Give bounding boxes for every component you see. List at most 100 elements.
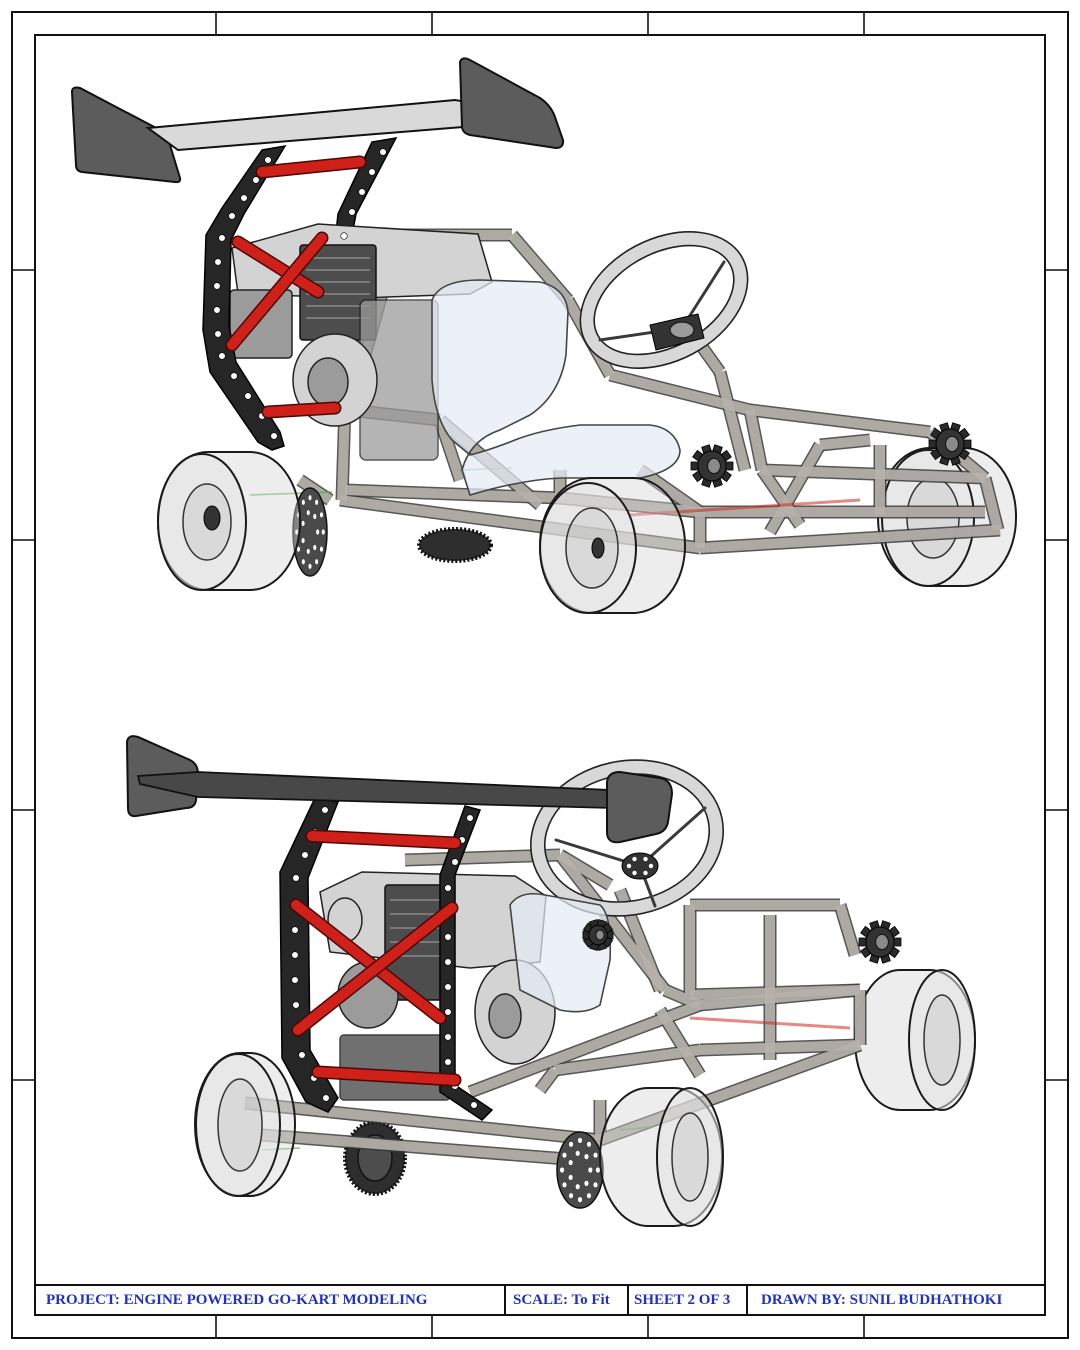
brake-disc — [556, 1131, 604, 1209]
seat — [431, 279, 681, 496]
brake-disc-hole — [575, 1184, 580, 1190]
brake-disc-hole — [595, 1167, 601, 1173]
brake-disc-hole — [306, 548, 310, 554]
brake-disc-hole — [584, 1154, 589, 1160]
strut-hole — [264, 156, 272, 164]
brake-disc-hole — [316, 529, 320, 535]
hub-center — [595, 929, 605, 941]
roll-bar-cross — [291, 900, 445, 1023]
strut-hole — [252, 176, 260, 184]
frame-tube — [598, 1040, 862, 1145]
strut-hole — [301, 851, 309, 859]
wing-endplate-right — [458, 57, 565, 150]
brake-disc-holes — [295, 495, 325, 569]
frame-tube — [745, 409, 767, 471]
brake-disc-hole — [313, 544, 317, 551]
chassis-frame — [244, 848, 867, 1167]
steering-hub — [621, 852, 659, 880]
strut-hole — [466, 814, 474, 822]
hub-center — [707, 457, 721, 475]
brake-disc-hole — [321, 529, 325, 535]
brake-disc-hole — [562, 1182, 567, 1188]
front-right-wheel — [854, 969, 976, 1111]
hub-bolt-hole — [626, 863, 632, 869]
roll-bar-cross — [233, 237, 323, 297]
strut-hole — [321, 806, 329, 814]
brake-disc-hole — [584, 1180, 589, 1186]
frame-tube — [715, 370, 750, 472]
chain-sprocket — [343, 1120, 407, 1196]
hub-bolt-hole — [643, 870, 648, 876]
brake-disc-hole — [586, 1141, 592, 1147]
rear-left-wheel — [157, 451, 301, 591]
strut-hole — [214, 258, 222, 266]
roll-bar-bottom — [263, 403, 340, 417]
tire-sidewall — [195, 1053, 281, 1197]
wheel-hub — [591, 537, 605, 559]
strut-hole — [451, 858, 459, 866]
tire-sidewall — [656, 1087, 724, 1227]
strut-hole — [292, 1001, 300, 1009]
roll-bar-top — [257, 157, 365, 177]
front-upright-hub — [690, 444, 734, 488]
hub-bolt-hole — [648, 863, 654, 869]
front-upright-hub — [928, 422, 972, 466]
chain-sprocket — [417, 527, 493, 563]
steering-hub-bolts — [626, 856, 654, 876]
title-block-drawn-by: DRAWN BY: SUNIL BUDHATHOKI — [761, 1292, 1003, 1308]
roll-bar-bottom — [313, 1067, 460, 1085]
strut-hole — [292, 874, 300, 882]
brake-disc — [292, 487, 328, 577]
front-hubs — [582, 918, 902, 964]
brake-disc-hole — [301, 520, 305, 527]
brake-disc-hole — [301, 559, 305, 565]
strut-hole — [444, 933, 452, 941]
brake-disc-hole — [319, 546, 324, 552]
rear-left-wheel — [194, 1052, 296, 1197]
strut-hole — [218, 234, 226, 242]
roll-bar-cross — [227, 233, 327, 350]
strut-hole — [240, 194, 248, 202]
frame-tube — [819, 435, 871, 450]
strut-hole — [358, 188, 366, 196]
title-block-project: PROJECT: ENGINE POWERED GO-KART MODELING — [46, 1292, 428, 1308]
axle-centerline — [619, 1126, 653, 1131]
brake-disc-hole — [577, 1137, 583, 1143]
air-filter — [229, 289, 293, 359]
strut-hole — [340, 232, 348, 240]
steering-rim — [580, 232, 748, 368]
front-upright-hub — [582, 918, 614, 952]
frame-tube — [261, 1130, 581, 1165]
zone-ticks — [12, 12, 1068, 1338]
frame-tube — [339, 495, 701, 553]
steering-rim-outer-edge — [579, 231, 749, 369]
brake-disc-body — [292, 487, 328, 577]
strut-hole — [444, 1033, 452, 1041]
gearbox — [339, 1034, 451, 1101]
tire-sidewall — [157, 453, 247, 591]
rear-wing — [125, 735, 674, 844]
front-upright-hub — [858, 920, 902, 964]
frame-tube — [663, 985, 702, 1010]
brake-disc-hole — [295, 529, 299, 535]
frame-tube — [689, 985, 861, 1000]
strut-hole — [444, 1058, 452, 1066]
frame-tube — [699, 525, 1001, 553]
frame-tube — [757, 467, 805, 528]
brake-disc-hole — [562, 1152, 567, 1158]
drive-axle — [689, 1016, 851, 1030]
brake-disc-hole — [575, 1150, 580, 1156]
strut-hole — [444, 983, 452, 991]
wheel-rim — [923, 994, 961, 1086]
brake-disc-hole — [315, 559, 319, 565]
brake-disc-hole — [588, 1167, 593, 1173]
drive-axle — [629, 498, 861, 517]
crankshaft-pulley — [307, 357, 349, 407]
wing-blade — [136, 771, 614, 809]
inner-border — [34, 34, 1046, 1316]
strut-hole — [470, 1101, 478, 1109]
frame-tube — [749, 405, 931, 437]
brake-disc-hole — [315, 499, 319, 505]
brake-disc-hole — [586, 1193, 592, 1199]
frame-tube — [508, 231, 572, 304]
